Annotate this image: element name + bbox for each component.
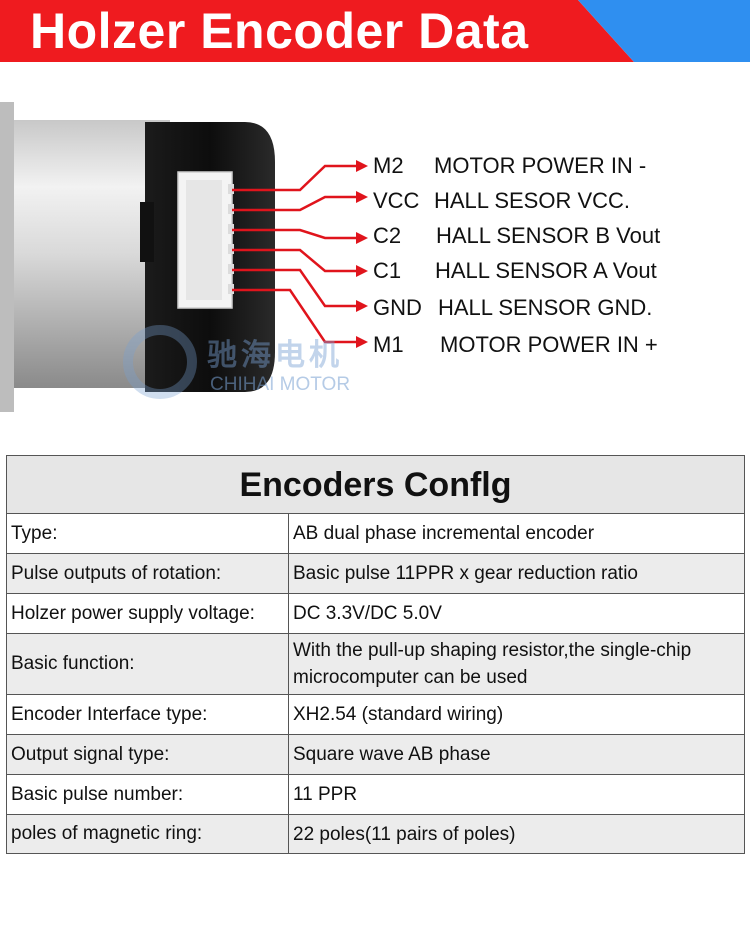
row-value: XH2.54 (standard wiring) (293, 704, 504, 725)
pin-description: HALL SESOR VCC. (434, 188, 631, 213)
header-banner: Holzer Encoder Data (0, 0, 750, 62)
pin-code: C1 (373, 258, 402, 283)
pin-code: VCC (373, 188, 420, 213)
table-row: Basic function: With the pull-up shaping… (7, 634, 744, 695)
row-key: Basic function: (7, 634, 289, 694)
pin-code: M2 (373, 153, 404, 178)
pin-description: MOTOR POWER IN + (440, 332, 658, 357)
row-key: Basic pulse number: (7, 775, 289, 814)
pin-label-vcc: VCC HALL SESOR VCC. (373, 188, 630, 214)
row-value: With the pull-up shaping resistor,the si… (293, 640, 692, 688)
row-value: 11 PPR (293, 784, 358, 805)
row-value: AB dual phase incremental encoder (293, 523, 595, 544)
table-row: Holzer power supply voltage: DC 3.3V/DC … (7, 594, 744, 634)
table-body: Type: AB dual phase incremental encoder … (7, 514, 744, 853)
pin-label-m1: M1 MOTOR POWER IN + (373, 332, 658, 358)
row-key: Type: (7, 514, 289, 553)
table-row: Encoder Interface type: XH2.54 (standard… (7, 695, 744, 735)
encoder-diagram: 驰海电机 CHIHAI MOTOR M2 MOTOR POWER IN - VC… (0, 62, 750, 450)
pin-code: GND (373, 295, 422, 320)
pin-description: HALL SENSOR B Vout (436, 223, 661, 248)
watermark-chinese: 驰海电机 (207, 339, 343, 372)
pin-code: M1 (373, 332, 404, 357)
encoder-config-table: Encoders Conflg Type: AB dual phase incr… (6, 455, 745, 854)
row-key: Encoder Interface type: (7, 695, 289, 734)
pin-code: C2 (373, 223, 402, 248)
pin-description: HALL SENSOR A Vout (435, 258, 657, 283)
pin-description: MOTOR POWER IN - (434, 153, 647, 178)
pin-label-gnd: GND HALL SENSOR GND. (373, 295, 652, 321)
motor-illustration (0, 102, 368, 412)
watermark-english: CHIHAI MOTOR (210, 374, 351, 395)
table-row: Output signal type: Square wave AB phase (7, 735, 744, 775)
pin-label-m2: M2 MOTOR POWER IN - (373, 153, 646, 179)
page-title: Holzer Encoder Data (30, 3, 529, 59)
row-value: Basic pulse 11PPR x gear reduction ratio (293, 563, 638, 584)
pin-description: HALL SENSOR GND. (438, 295, 653, 320)
row-key: poles of magnetic ring: (7, 815, 289, 853)
table-row: poles of magnetic ring: 22 poles(11 pair… (7, 815, 744, 853)
row-value: Square wave AB phase (293, 744, 491, 765)
table-row: Pulse outputs of rotation: Basic pulse 1… (7, 554, 744, 594)
row-value: DC 3.3V/DC 5.0V (293, 603, 442, 624)
row-key: Holzer power supply voltage: (7, 594, 289, 633)
row-key: Output signal type: (7, 735, 289, 774)
table-title: Encoders Conflg (7, 456, 744, 514)
pin-label-c2: C2 HALL SENSOR B Vout (373, 223, 660, 249)
row-key: Pulse outputs of rotation: (7, 554, 289, 593)
table-row: Type: AB dual phase incremental encoder (7, 514, 744, 554)
pin-label-c1: C1 HALL SENSOR A Vout (373, 258, 657, 284)
banner-red-stripe (0, 0, 634, 62)
table-row: Basic pulse number: 11 PPR (7, 775, 744, 815)
row-value: 22 poles(11 pairs of poles) (293, 823, 516, 845)
